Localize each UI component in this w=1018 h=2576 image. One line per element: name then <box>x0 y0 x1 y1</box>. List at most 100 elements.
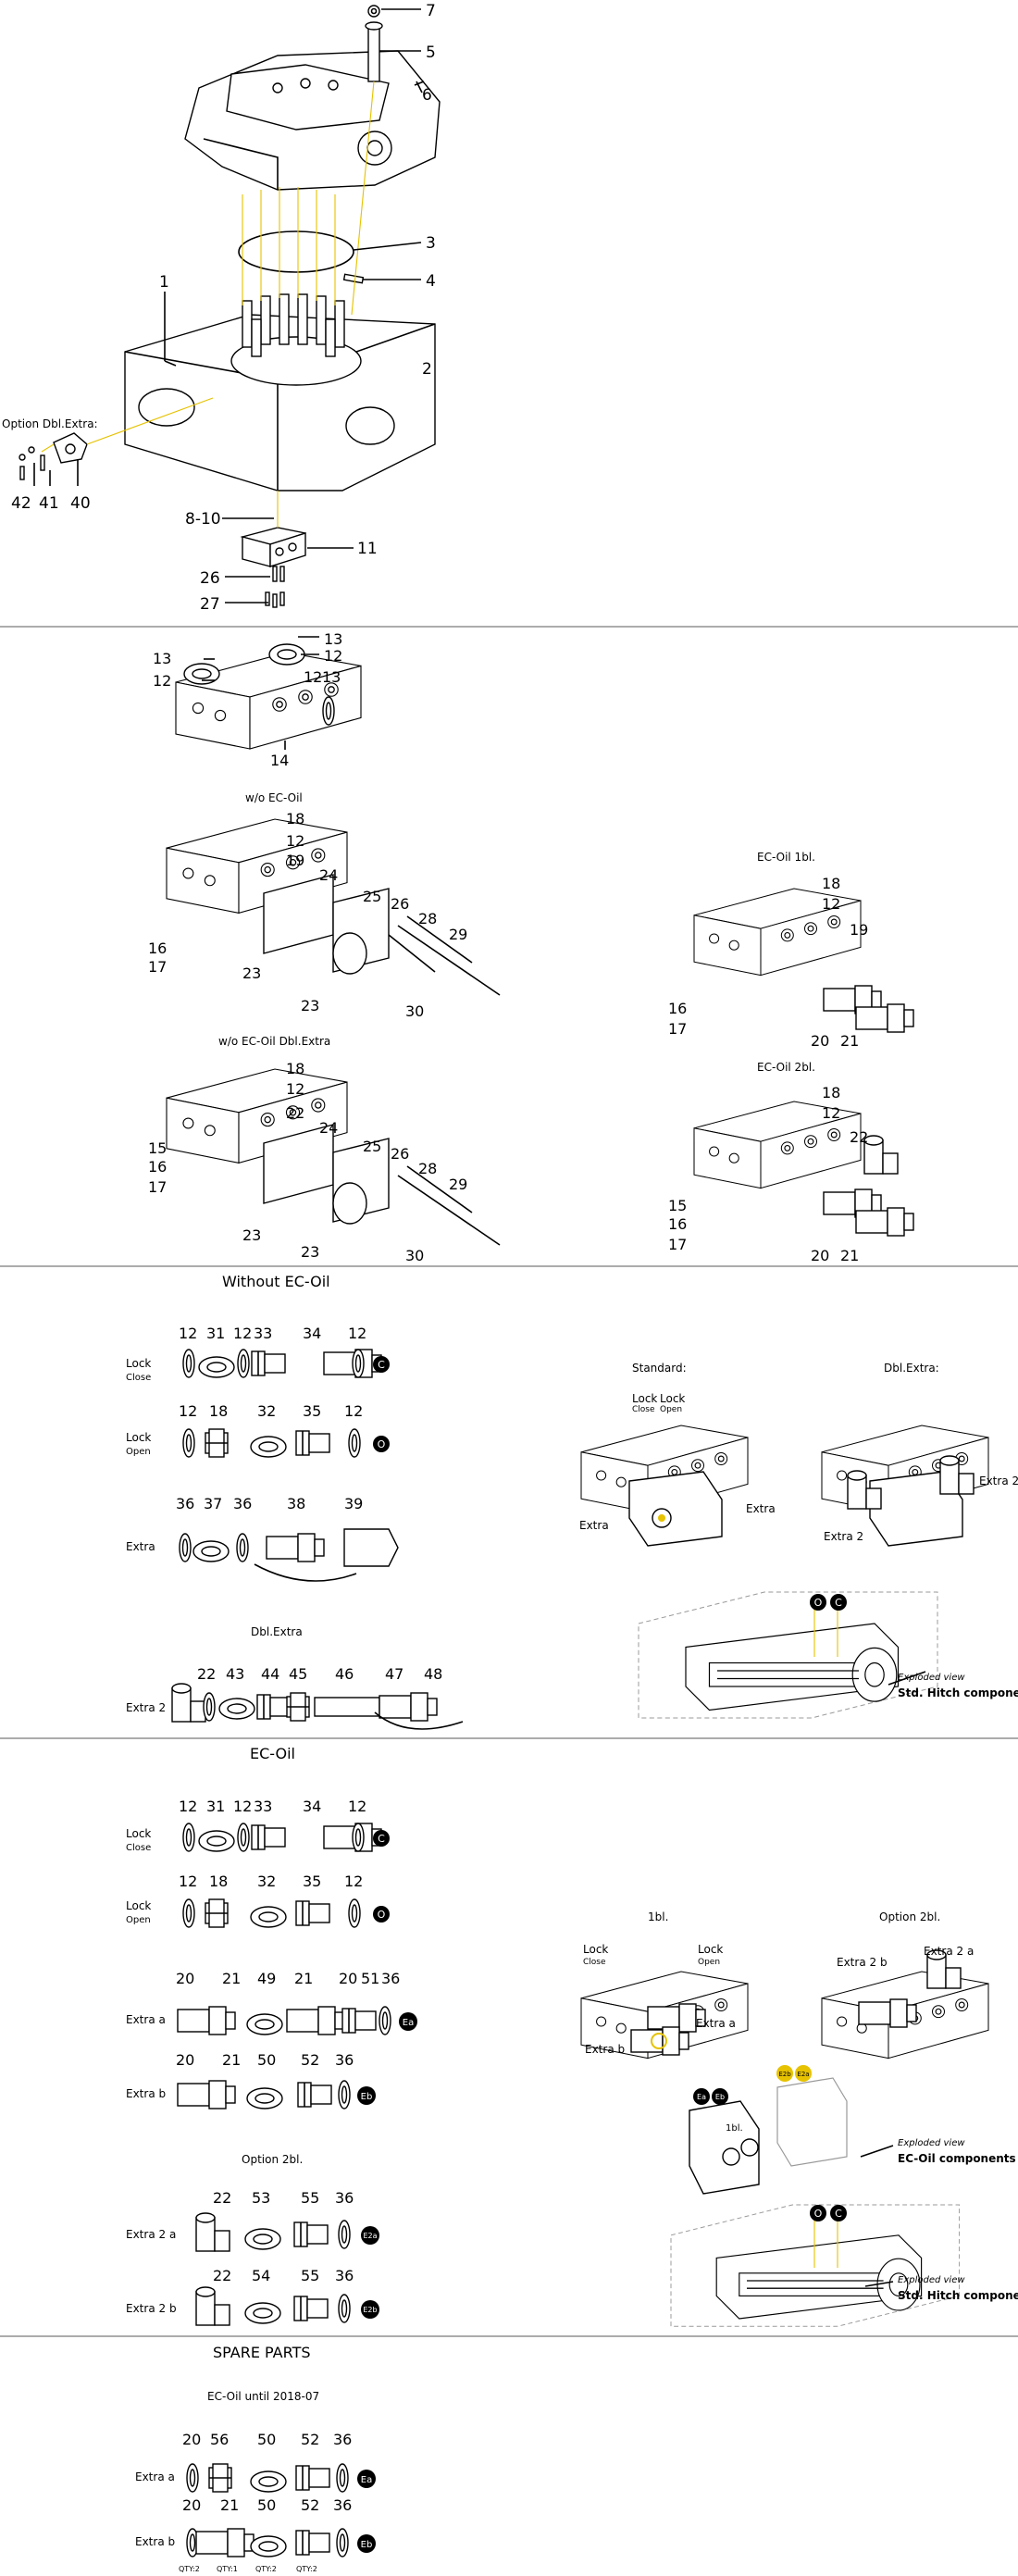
num-56: 56 <box>210 2431 229 2448</box>
num-18: 18 <box>209 1873 228 1890</box>
callout-leaders <box>33 8 422 604</box>
num-55: 55 <box>301 2189 319 2207</box>
extra-ann-right: Extra <box>746 1502 776 1515</box>
dbl-extra-label: Dbl.Extra <box>251 1625 303 1638</box>
pin-part-6 <box>414 81 425 93</box>
extra-ann-left: Extra <box>579 1519 609 1532</box>
num-32: 32 <box>257 1402 276 1420</box>
w-extra-row: Extra 36 37 36 38 39 <box>126 1495 399 1582</box>
callout-30: 30 <box>405 1002 424 1020</box>
callout-23a: 23 <box>242 964 261 982</box>
callout-30: 30 <box>405 1247 424 1264</box>
callout-21: 21 <box>840 1247 859 1264</box>
lift-cover-drawing <box>184 50 441 191</box>
callout-25: 25 <box>363 888 381 905</box>
callout-20: 20 <box>811 1032 829 1050</box>
callout-17: 17 <box>668 1236 687 1253</box>
callout-16: 16 <box>668 1215 687 1233</box>
extra-2b-label: Extra 2 b <box>126 2302 177 2315</box>
num-47: 47 <box>385 1665 403 1683</box>
callout-17: 17 <box>668 1020 687 1038</box>
open-label: Open <box>126 1915 151 1925</box>
badge-eb <box>357 2086 376 2105</box>
ec-extra-2a-row: Extra 2 a E2a 22 53 55 36 <box>126 2189 379 2252</box>
option-dbl-extra-parts <box>19 432 88 480</box>
ec-oil-2bl-assembly: EC-Oil 2bl. 18 12 22 15 16 17 20 21 <box>668 1061 914 1264</box>
num-53: 53 <box>252 2189 270 2207</box>
num-12: 12 <box>348 1325 366 1342</box>
without-ec-oil-section: Without EC-Oil Lock Close C 12 31 12 33 … <box>126 1273 1018 1730</box>
badge-c <box>373 1356 390 1373</box>
ec-1bl-illustration: 1bl. Lock Close Lock Open Extra a Extra … <box>580 1910 749 2060</box>
num-50: 50 <box>257 2051 276 2069</box>
badge-ea <box>693 2088 710 2105</box>
svg-text:E2b: E2b <box>778 2071 791 2078</box>
lock-label: Lock <box>126 1431 151 1444</box>
extra-b-ann: Extra b <box>585 2043 625 2056</box>
callout-8-10: 8-10 <box>185 510 221 529</box>
svg-text:O: O <box>814 1597 823 1609</box>
ec-1bl-label: 1bl. <box>648 1910 668 1923</box>
ec-oil-2bl-label: EC-Oil 2bl. <box>757 1061 815 1074</box>
top-callout-labels: 7 5 6 3 4 1 2 42 41 40 8-10 11 26 27 Opt… <box>2 2 436 614</box>
callout-17: 17 <box>148 958 167 976</box>
callout-1: 1 <box>159 273 169 292</box>
svg-text:E2a: E2a <box>797 2071 809 2078</box>
callout-29: 29 <box>449 926 467 943</box>
callout-12c: 12 <box>304 668 322 686</box>
svg-text:Eb: Eb <box>715 2093 725 2101</box>
svg-text:C: C <box>378 1833 385 1845</box>
svg-text:Ea: Ea <box>361 2475 372 2485</box>
num-12: 12 <box>348 1798 366 1815</box>
lock-label: Lock <box>126 1827 151 1840</box>
num-34: 34 <box>303 1325 321 1342</box>
without-ec-oil-heading: Without EC-Oil <box>222 1273 330 1290</box>
badge-ea <box>399 2012 417 2031</box>
svg-text:O: O <box>378 1909 386 1921</box>
exploded-view-label: Exploded view <box>898 2275 965 2285</box>
svg-text:Ea: Ea <box>697 2093 706 2101</box>
svg-text:C: C <box>835 1597 842 1609</box>
callout-20: 20 <box>811 1247 829 1264</box>
callout-25: 25 <box>363 1138 381 1155</box>
callout-13b: 13 <box>153 650 171 667</box>
badge-eb <box>712 2088 728 2105</box>
callout-12b: 12 <box>153 672 171 690</box>
extra-a-label: Extra a <box>126 2013 166 2026</box>
w-lock-open-row: Lock Open O 12 18 32 35 12 <box>126 1402 390 1458</box>
callout-13a: 13 <box>324 630 342 648</box>
close-ann: Close <box>632 1405 655 1414</box>
num-21: 21 <box>294 1970 313 1987</box>
badge-e2b <box>361 2300 379 2319</box>
num-20: 20 <box>182 2431 201 2448</box>
callout-3: 3 <box>426 234 436 253</box>
callout-41: 41 <box>39 494 59 513</box>
lock-open-ann: Lock <box>698 1943 723 1956</box>
callout-24: 24 <box>319 1119 338 1137</box>
callout-11: 11 <box>357 540 378 558</box>
badge-e2a <box>361 2226 379 2245</box>
callout-15: 15 <box>148 1139 167 1157</box>
yellow-leader-lines <box>41 81 375 528</box>
badge-e2b <box>776 2065 793 2082</box>
num-36: 36 <box>381 1970 400 1987</box>
oring-part-3 <box>238 230 354 273</box>
num-52: 52 <box>301 2431 319 2448</box>
badge-e2a <box>795 2065 812 2082</box>
pins-parts-26-27 <box>265 566 285 608</box>
standard-valve-illustration: Standard: Lock Close Lock Open Extra Ext… <box>579 1362 776 1547</box>
svg-text:O: O <box>378 1438 386 1450</box>
exploded-view-label: Exploded view <box>898 1673 965 1683</box>
num-52: 52 <box>301 2496 319 2514</box>
num-44: 44 <box>261 1665 279 1683</box>
badge-o <box>373 1906 390 1923</box>
main-housing-assembly: 7 5 6 3 4 1 2 42 41 40 8-10 11 26 27 Opt… <box>2 2 441 614</box>
qty-label: QTY:2 <box>296 2565 317 2573</box>
num-55: 55 <box>301 2267 319 2284</box>
num-32: 32 <box>257 1873 276 1890</box>
wo-ec-oil-assembly: w/o EC-Oil 18 12 19 24 25 26 28 29 16 17… <box>148 791 501 1020</box>
callout-18: 18 <box>286 1060 304 1077</box>
svg-text:Eb: Eb <box>361 2540 373 2550</box>
lock-close-ann: Lock <box>632 1392 657 1405</box>
